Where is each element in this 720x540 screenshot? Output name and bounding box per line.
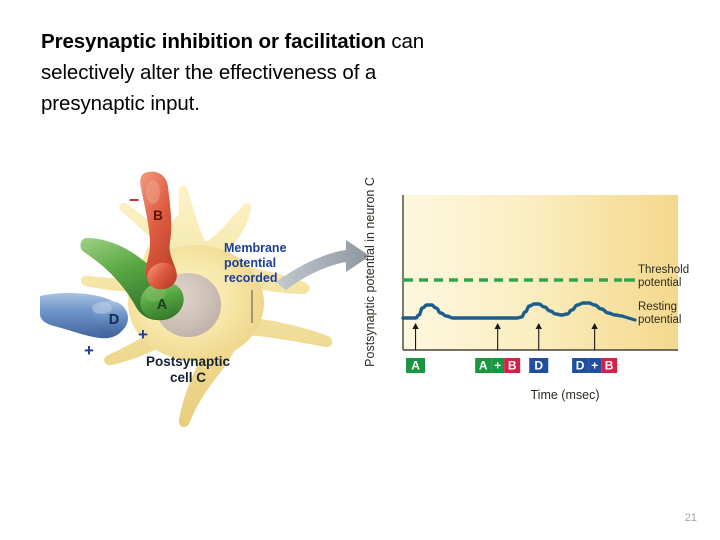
terminal-d-label: D xyxy=(109,312,119,328)
neuron-diagram: A + B − D + Postsynaptic cell C Membra xyxy=(40,170,370,435)
recording-label-line1: Membrane xyxy=(224,241,287,255)
slide-title-rest: can selectively alter the effectiveness … xyxy=(41,30,425,115)
stimulus-label-chip xyxy=(529,358,549,373)
resting-legend-line2: potential xyxy=(638,314,681,326)
stimulus-label-text: D xyxy=(576,359,585,373)
presynaptic-terminal-a xyxy=(80,238,184,321)
terminal-a-sign: + xyxy=(138,325,148,344)
stimulus-arrow-head xyxy=(412,323,419,329)
stimulus-arrow-head xyxy=(591,323,598,329)
threshold-legend-line2: potential xyxy=(638,277,681,289)
stimulus-label-text: B xyxy=(508,359,517,373)
presynaptic-terminal-b xyxy=(140,171,177,290)
stimulus-label-chip xyxy=(504,358,521,373)
stimulus-label-text: + xyxy=(591,359,598,373)
threshold-legend-line1: Threshold xyxy=(638,264,689,276)
stimulus-label-text: B xyxy=(605,359,614,373)
y-axis-label: Postsynaptic potential in neuron C xyxy=(363,177,377,367)
figure-container: A + B − D + Postsynaptic cell C Membra xyxy=(0,170,720,450)
stimulus-label-chip xyxy=(475,358,492,373)
stimulus-arrow-head xyxy=(494,323,501,329)
page-number: 21 xyxy=(684,512,697,524)
recording-label-line3: recorded xyxy=(224,271,278,285)
resting-legend-line1: Resting xyxy=(638,301,677,313)
plot-background xyxy=(403,195,678,350)
stimulus-label-text: + xyxy=(494,359,501,373)
stimulus-label-boxes: A A + B D D + B xyxy=(406,358,618,373)
stimulus-label-text: A xyxy=(479,359,488,373)
x-axis-label: Time (msec) xyxy=(531,388,600,402)
terminal-b-sign: − xyxy=(129,190,140,210)
stimulus-label-chip xyxy=(572,358,589,373)
stimulus-label-text: A xyxy=(411,359,420,373)
slide-title-bold: Presynaptic inhibition or facilitation xyxy=(41,30,386,53)
stimulus-label-chip xyxy=(601,358,618,373)
terminal-d-sign: + xyxy=(84,341,94,360)
slide-title: Presynaptic inhibition or facilitation c… xyxy=(41,26,441,119)
stimulus-label-chip xyxy=(491,358,505,373)
membrane-potential-chart: A A + B D D + B Threshold potential Resting pot… xyxy=(360,175,705,415)
stimulus-label-chip xyxy=(406,358,426,373)
recording-label-line2: potential xyxy=(224,256,276,270)
presynaptic-terminal-d xyxy=(40,293,128,339)
pointer-arrow-icon xyxy=(276,240,370,290)
stimulus-arrow-head xyxy=(535,323,542,329)
cell-label-line1: Postsynaptic xyxy=(146,354,231,369)
stimulus-label-chip xyxy=(588,358,602,373)
stimulus-arrows xyxy=(412,323,598,350)
membrane-potential-trace xyxy=(401,301,624,320)
resting-legend-swatch xyxy=(620,314,637,322)
terminal-b-label: B xyxy=(153,208,163,223)
cell-label-line2: cell C xyxy=(170,370,206,385)
terminal-a-label: A xyxy=(157,297,168,313)
stimulus-label-text: D xyxy=(534,359,543,373)
